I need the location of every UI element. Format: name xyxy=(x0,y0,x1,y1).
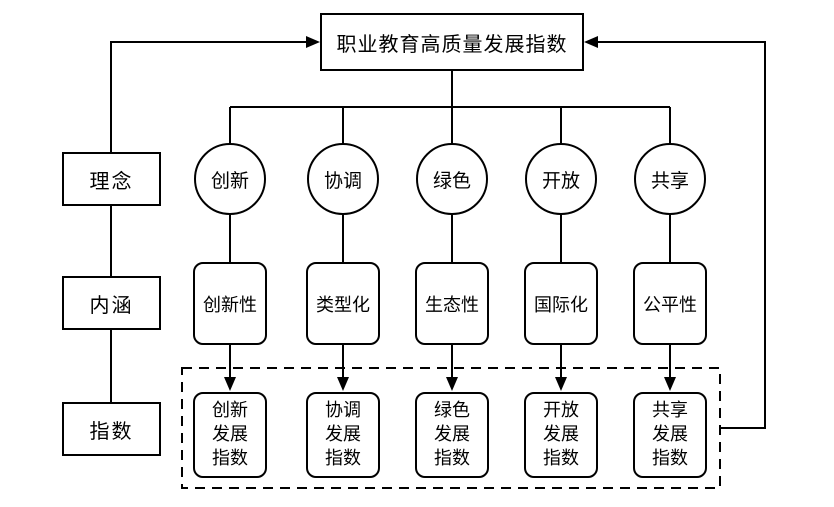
concept-circle-green: 绿色 xyxy=(416,143,488,215)
connotation-box-international: 国际化 xyxy=(524,262,598,345)
connotation-box-typified: 类型化 xyxy=(306,262,380,345)
concept-circle-open: 开放 xyxy=(525,143,597,215)
concept-circle-sharing: 共享 xyxy=(634,143,706,215)
arrowhead-right xyxy=(306,36,320,48)
left-feedback-line xyxy=(110,41,308,152)
index-box-label: 开放 发展 指数 xyxy=(543,399,579,470)
index-box-label: 协调 发展 指数 xyxy=(325,399,361,470)
index-box-innovation: 创新 发展 指数 xyxy=(193,392,267,478)
arrowhead-down xyxy=(555,377,567,391)
arrowhead-left xyxy=(584,36,598,48)
index-box-coordination: 协调 发展 指数 xyxy=(306,392,380,478)
index-box-green: 绿色 发展 指数 xyxy=(415,392,489,478)
side-label-concept: 理念 xyxy=(62,152,161,206)
concept-circle-coordination: 协调 xyxy=(307,143,379,215)
index-box-open: 开放 发展 指数 xyxy=(524,392,598,478)
arrowhead-down xyxy=(664,377,676,391)
title-box: 职业教育高质量发展指数 xyxy=(320,13,584,71)
arrowhead-down xyxy=(446,377,458,391)
right-feedback-line xyxy=(596,41,766,429)
connotation-box-ecological: 生态性 xyxy=(415,262,489,345)
index-box-sharing: 共享 发展 指数 xyxy=(633,392,707,478)
concept-circle-innovation: 创新 xyxy=(194,143,266,215)
index-box-label: 共享 发展 指数 xyxy=(652,399,688,470)
arrowhead-down xyxy=(224,377,236,391)
index-box-label: 创新 发展 指数 xyxy=(212,399,248,470)
index-box-label: 绿色 发展 指数 xyxy=(434,399,470,470)
arrowhead-down xyxy=(337,377,349,391)
side-label-index: 指数 xyxy=(62,402,161,456)
connotation-box-innovative: 创新性 xyxy=(193,262,267,345)
connotation-box-fair: 公平性 xyxy=(633,262,707,345)
side-label-connotation: 内涵 xyxy=(62,276,161,330)
